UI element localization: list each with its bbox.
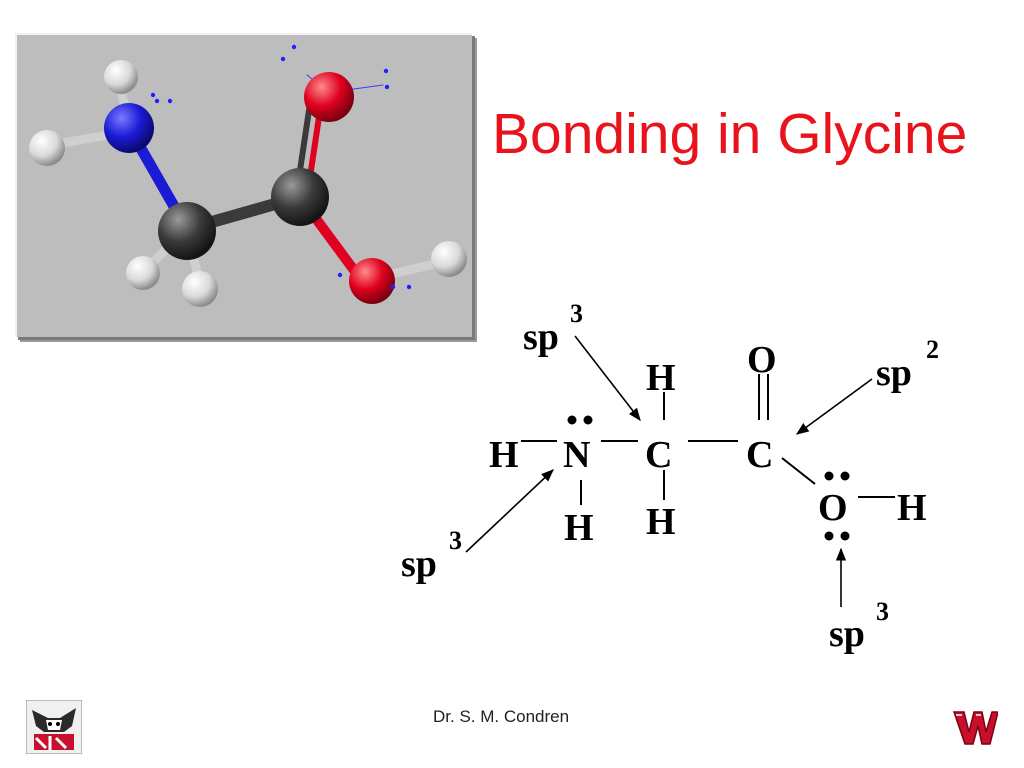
atom-h-left: H: [489, 434, 519, 476]
svg-text:3: 3: [876, 597, 889, 626]
model-lone-pair-dots: [150, 44, 412, 290]
atom-h-under-n: H: [564, 507, 594, 549]
model-hydrogen-atom: [104, 60, 138, 94]
model-carbon-atom: [271, 168, 329, 226]
badger-mascot-icon: [26, 700, 82, 754]
arrow-to-nitrogen: [465, 469, 554, 553]
atom-h-hydroxyl: H: [897, 487, 927, 529]
atom-h-bottom: H: [646, 501, 676, 543]
hybridization-label-carbonyl: sp 2: [876, 335, 939, 394]
svg-text:2: 2: [926, 335, 939, 364]
slide-title: Bonding in Glycine: [492, 102, 968, 166]
footer-author: Dr. S. M. Condren: [433, 707, 570, 726]
lewis-lone-pairs: [567, 415, 850, 541]
arrow-to-carbonyl: [795, 378, 873, 435]
svg-text:3: 3: [449, 526, 462, 555]
atom-c-carbonyl: C: [746, 434, 773, 476]
svg-text:sp: sp: [523, 316, 559, 358]
hybridization-arrows: [465, 335, 873, 607]
hybridization-label-hydroxyl-oxygen: sp 3: [829, 597, 889, 655]
svg-text:sp: sp: [401, 543, 437, 585]
lewis-bonds: [521, 374, 895, 505]
molecule-3d-model: [15, 33, 472, 337]
atom-o-hydroxyl: O: [818, 487, 848, 529]
model-hydrogen-atom: [29, 130, 65, 166]
model-carbon-atom: [158, 202, 216, 260]
model-hydrogen-atom: [126, 256, 160, 290]
atom-nitrogen: N: [563, 434, 590, 476]
model-hydrogen-atom: [182, 271, 218, 307]
atom-c-alpha: C: [645, 434, 672, 476]
motion-w-logo-icon: [952, 711, 998, 745]
svg-text:sp: sp: [829, 613, 865, 655]
svg-text:sp: sp: [876, 352, 912, 394]
model-oxygen-atom: [349, 258, 395, 304]
model-nitrogen-atom: [104, 103, 154, 153]
atom-o-double: O: [747, 339, 777, 381]
model-oxygen-atom: [304, 72, 354, 122]
arrow-to-calpha: [574, 335, 641, 422]
hybridization-label-calpha: sp 3: [523, 299, 583, 358]
hybridization-label-nitrogen: sp 3: [401, 526, 462, 585]
svg-text:3: 3: [570, 299, 583, 328]
model-hydrogen-atom: [431, 241, 467, 277]
atom-h-top: H: [646, 357, 676, 399]
